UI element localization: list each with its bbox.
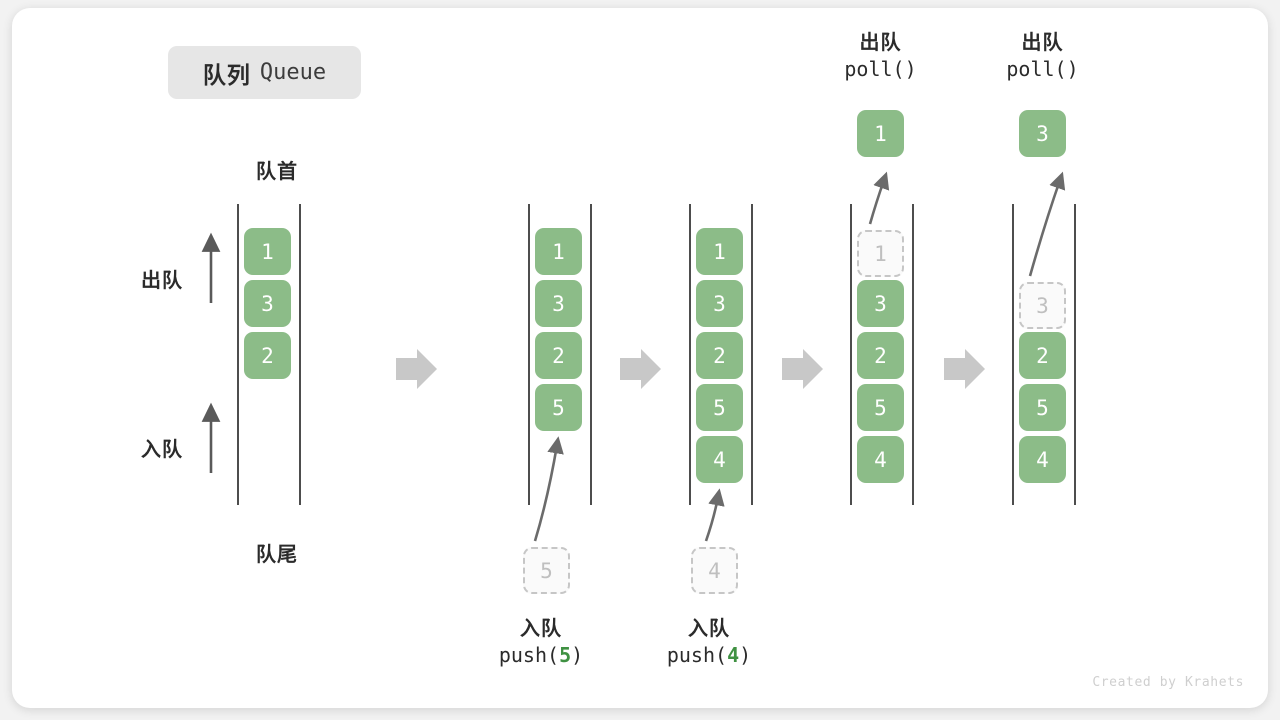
op-label-push-4: 入队 push(4): [604, 616, 814, 669]
queue-head-label: 队首: [256, 161, 298, 183]
cell: 2: [535, 332, 582, 379]
title-chinese: 队列: [202, 61, 251, 88]
rail-left-col2: [528, 204, 530, 505]
rail-left-col4: [850, 204, 852, 505]
poll-1-arrow: [868, 171, 890, 225]
cell: 1: [535, 228, 582, 275]
rail-left-col5: [1012, 204, 1014, 505]
cell: 2: [244, 332, 291, 379]
op-label-code: poll(): [844, 57, 917, 82]
cell: 1: [244, 228, 291, 275]
op-label-cn: 出队: [1021, 32, 1064, 54]
diagram-title-chip: 队列 Queue: [168, 46, 361, 99]
dequeue-direction-label: 出队: [141, 270, 183, 292]
cell: 2: [857, 332, 904, 379]
cell: 4: [696, 436, 743, 483]
op-label-cn: 入队: [520, 618, 562, 640]
op-label-code: poll(): [1006, 57, 1079, 82]
cell: 2: [696, 332, 743, 379]
diagram-card: 队列 Queue 队首 队尾 出队 入队 1 3 2 1 3 2 5 5 入队 …: [12, 8, 1268, 708]
cell: 3: [696, 280, 743, 327]
step-arrow-icon: [620, 349, 661, 389]
cell: 3: [244, 280, 291, 327]
push-4-arrow: [704, 488, 725, 542]
enqueue-direction-label: 入队: [141, 439, 183, 461]
queue-tail-label: 队尾: [256, 544, 298, 566]
cell: 5: [696, 384, 743, 431]
op-label-code: push(4): [666, 643, 752, 668]
step-arrow-icon: [396, 349, 437, 389]
ghost-cell-dequeued: 1: [857, 230, 904, 277]
op-label-poll-1: 出队 poll(): [798, 30, 963, 83]
op-label-poll-2: 出队 poll(): [960, 30, 1125, 83]
op-label-cn: 入队: [688, 618, 730, 640]
op-label-cn: 出队: [859, 32, 902, 54]
op-label-push-5: 入队 push(5): [436, 616, 646, 669]
cell: 3: [535, 280, 582, 327]
rail-left-col1: [237, 204, 239, 505]
cell: 5: [857, 384, 904, 431]
rail-right-col4: [912, 204, 914, 505]
popped-cell-second: 3: [1019, 110, 1066, 157]
step-arrow-icon: [782, 349, 823, 389]
poll-2-arrow: [1028, 171, 1066, 277]
cell: 4: [857, 436, 904, 483]
rail-right-col2: [590, 204, 592, 505]
cell: 4: [1019, 436, 1066, 483]
arrows-overlay: [201, 171, 1066, 542]
rail-right-col1: [299, 204, 301, 505]
ghost-input-cell: 4: [691, 547, 738, 594]
cell: 5: [1019, 384, 1066, 431]
watermark: Created by Krahets: [1092, 675, 1244, 690]
cell: 3: [857, 280, 904, 327]
title-english: Queue: [259, 60, 327, 85]
rail-right-col5: [1074, 204, 1076, 505]
op-label-code: push(5): [498, 643, 584, 668]
cell: 2: [1019, 332, 1066, 379]
diagram-stage: 队列 Queue 队首 队尾 出队 入队 1 3 2 1 3 2 5 5 入队 …: [12, 8, 1268, 708]
rail-left-col3: [689, 204, 691, 505]
cell: 5: [535, 384, 582, 431]
push-5-arrow: [533, 436, 564, 542]
step-arrow-icon: [944, 349, 985, 389]
cell: 1: [696, 228, 743, 275]
popped-cell-first: 1: [857, 110, 904, 157]
rail-right-col3: [751, 204, 753, 505]
ghost-cell-dequeued: 3: [1019, 282, 1066, 329]
ghost-input-cell: 5: [523, 547, 570, 594]
